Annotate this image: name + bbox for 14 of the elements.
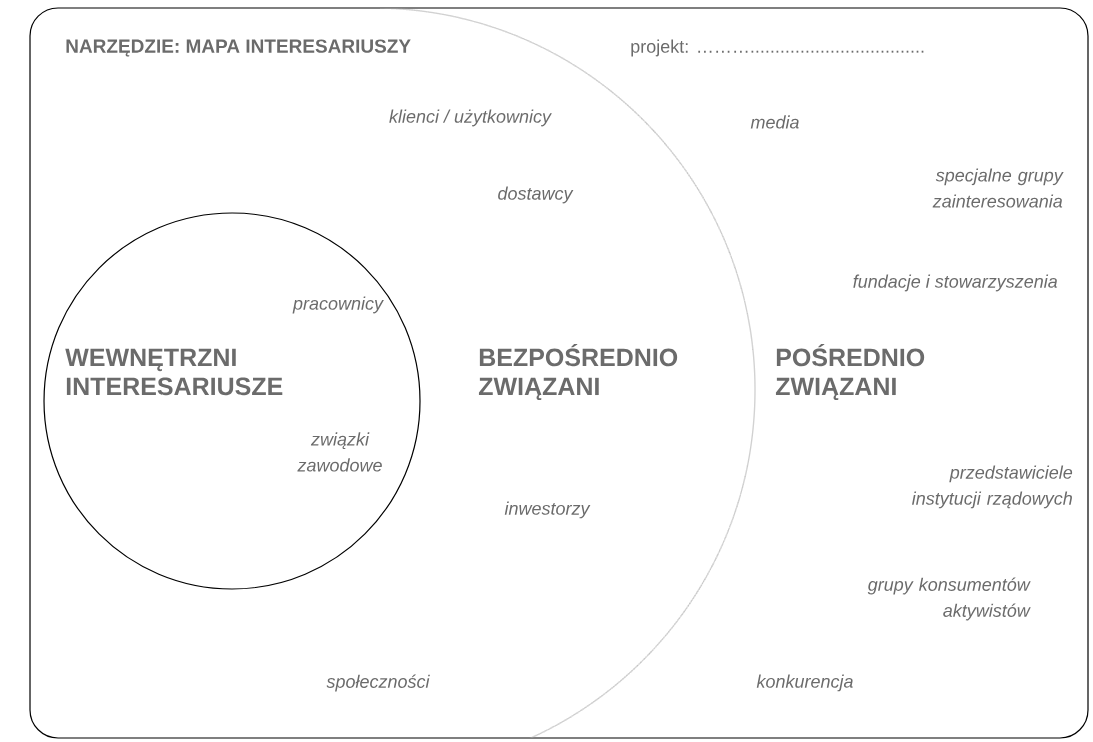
stakeholder-label: konkurencja [756,674,853,692]
stakeholder-label: pracownicy [292,296,384,314]
stakeholder-label: fundacje i stowarzyszenia [853,274,1058,292]
stakeholder-label: dostawcy [498,186,574,204]
stakeholder-label: inwestorzy [504,501,591,519]
stakeholder-label: media [750,115,799,129]
stakeholder-label: klienci / użytkownicy [389,109,552,127]
stakeholder-label: społeczności [326,674,430,692]
stakeholder-label: przedstawiciele instytucji rządowych [912,465,1073,509]
stakeholder-label: związki zawodowe [297,432,382,472]
project-field: projekt: ………................................... [631,39,924,57]
stakeholder-label: grupy konsumentów aktywistów [867,577,1031,621]
stakeholder-label: specjalne grupy zainteresowania [932,168,1064,208]
title: NARZĘDZIE: MAPA INTERESARIUSZY [66,39,411,57]
